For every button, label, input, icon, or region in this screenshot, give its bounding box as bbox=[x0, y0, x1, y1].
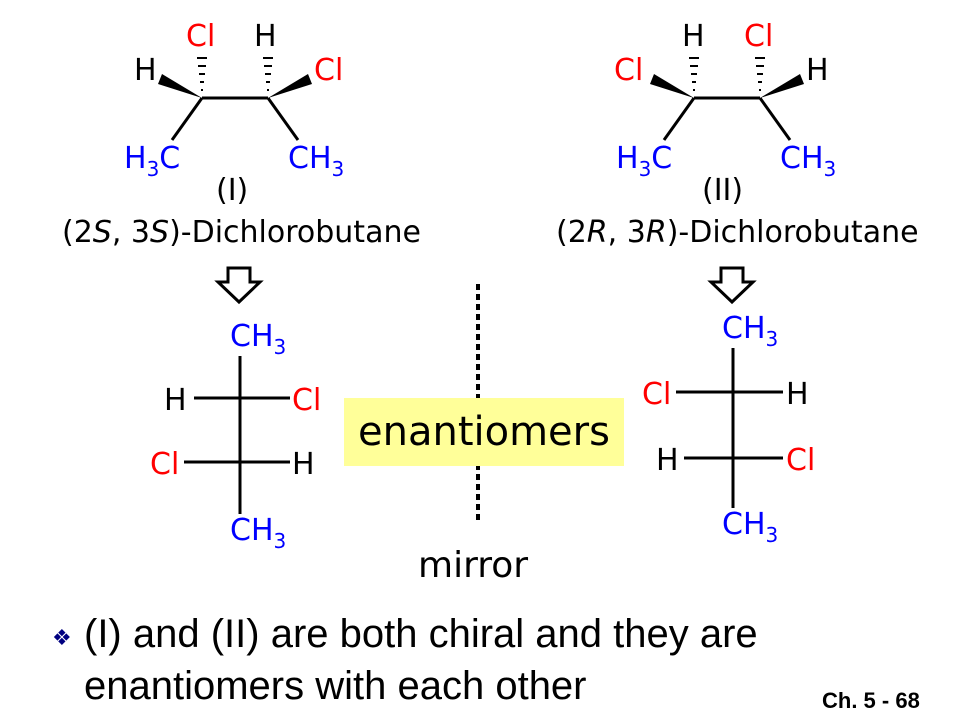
fischer-i-top-ch3: CH3 bbox=[230, 319, 287, 359]
compound-ii-top-h: H bbox=[682, 19, 705, 54]
compound-i-top-h: H bbox=[254, 19, 277, 54]
compound-ii-label: (II) bbox=[702, 173, 744, 208]
bullet-text-line-1: (I) and (II) are both chiral and they ar… bbox=[84, 612, 758, 656]
compound-ii-right-h: H bbox=[806, 53, 829, 88]
fischer-i-lower-cl: Cl bbox=[150, 447, 180, 482]
fischer-ii-upper-cl: Cl bbox=[642, 377, 672, 412]
enantiomers-label: enantiomers bbox=[358, 409, 610, 455]
compound-i-left-h: H bbox=[134, 53, 157, 88]
bullet-text-line-2: enantiomers with each other bbox=[84, 664, 587, 708]
compound-ii-top-cl: Cl bbox=[744, 19, 774, 54]
fischer-ii-top-ch3: CH3 bbox=[722, 311, 779, 351]
compound-ii-left-cl: Cl bbox=[614, 53, 644, 88]
fischer-i-lower-h: H bbox=[292, 447, 315, 482]
compound-i-h3c: H3C bbox=[124, 141, 181, 181]
fischer-i-upper-cl: Cl bbox=[292, 383, 322, 418]
fischer-i-bottom-ch3: CH3 bbox=[230, 513, 287, 553]
slide-number: Ch. 5 - 68 bbox=[822, 688, 920, 713]
compound-ii-name: (2R, 3R)-Dichlorobutane bbox=[556, 215, 919, 250]
compound-i-name: (2S, 3S)-Dichlorobutane bbox=[62, 215, 421, 250]
fischer-ii-bottom-ch3: CH3 bbox=[722, 507, 779, 547]
fischer-ii-lower-cl: Cl bbox=[786, 443, 816, 478]
mirror-label: mirror bbox=[418, 545, 529, 586]
compound-ii-ch3: CH3 bbox=[780, 141, 837, 181]
fischer-i-upper-h: H bbox=[164, 383, 187, 418]
compound-ii-h3c: H3C bbox=[616, 141, 673, 181]
compound-i-right-cl: Cl bbox=[314, 53, 344, 88]
enantiomers-highlight bbox=[344, 398, 624, 466]
compound-i-ch3: CH3 bbox=[288, 141, 345, 181]
fischer-ii-upper-h: H bbox=[786, 377, 809, 412]
compound-i-top-cl: Cl bbox=[186, 19, 216, 54]
compound-i-label: (I) bbox=[216, 173, 249, 208]
bullet-icon: ❖ bbox=[52, 626, 72, 651]
fischer-ii-lower-h: H bbox=[656, 443, 679, 478]
